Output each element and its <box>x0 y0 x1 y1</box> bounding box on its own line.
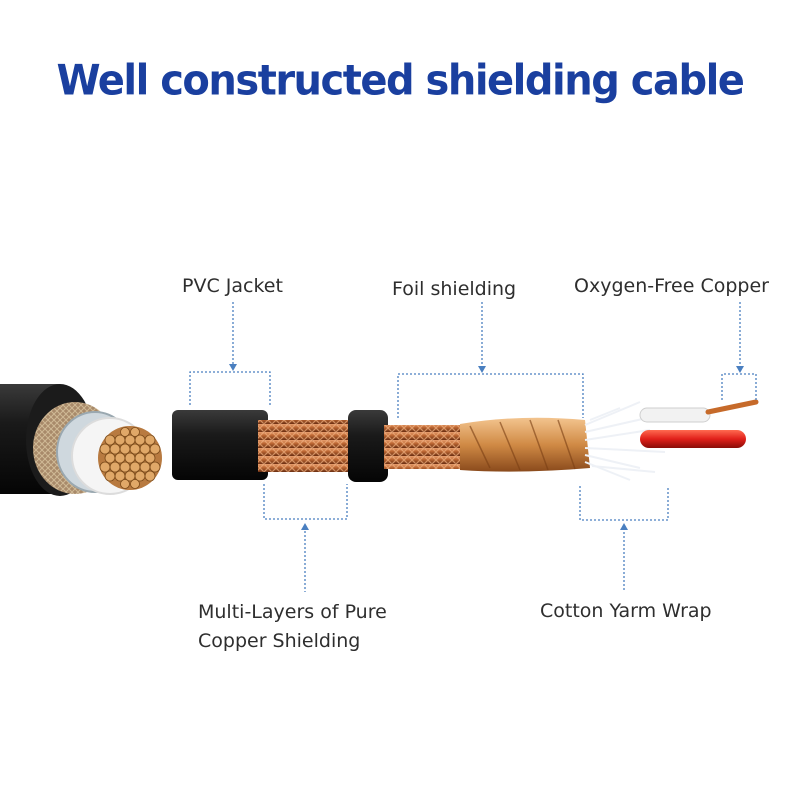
label-cotton-wrap: Cotton Yarm Wrap <box>540 600 712 622</box>
callouts <box>189 302 757 592</box>
copper-conductor <box>705 399 759 415</box>
label-pvc-jacket: PVC Jacket <box>182 275 283 297</box>
foil-bracket <box>397 373 584 418</box>
cotton-yarn <box>584 401 666 481</box>
label-multi-layers-line1: Multi-Layers of Pure <box>198 601 387 623</box>
multi-layers-bracket <box>263 484 348 520</box>
pvc-jacket-bracket <box>189 371 271 405</box>
pvc-jacket-segment <box>172 410 268 480</box>
braid-segment-2 <box>384 425 464 469</box>
callout-arrowheads <box>229 364 744 530</box>
label-multi-layers-line2: Copper Shielding <box>198 630 361 652</box>
page-title: Well constructed shielding cable <box>56 56 745 106</box>
jacket-ring <box>348 410 388 482</box>
foil-wrap <box>460 417 590 472</box>
copper-strands <box>99 427 161 489</box>
cotton-bracket <box>579 486 669 521</box>
copper-braid-segment <box>258 420 358 472</box>
label-oxygen-free-copper: Oxygen-Free Copper <box>574 275 769 297</box>
red-wire <box>640 430 746 448</box>
cable-cross-section <box>0 384 162 496</box>
white-wire <box>639 407 711 423</box>
label-foil-shielding: Foil shielding <box>392 278 517 300</box>
cable-side-view <box>172 399 759 482</box>
copper-bracket <box>721 373 757 400</box>
